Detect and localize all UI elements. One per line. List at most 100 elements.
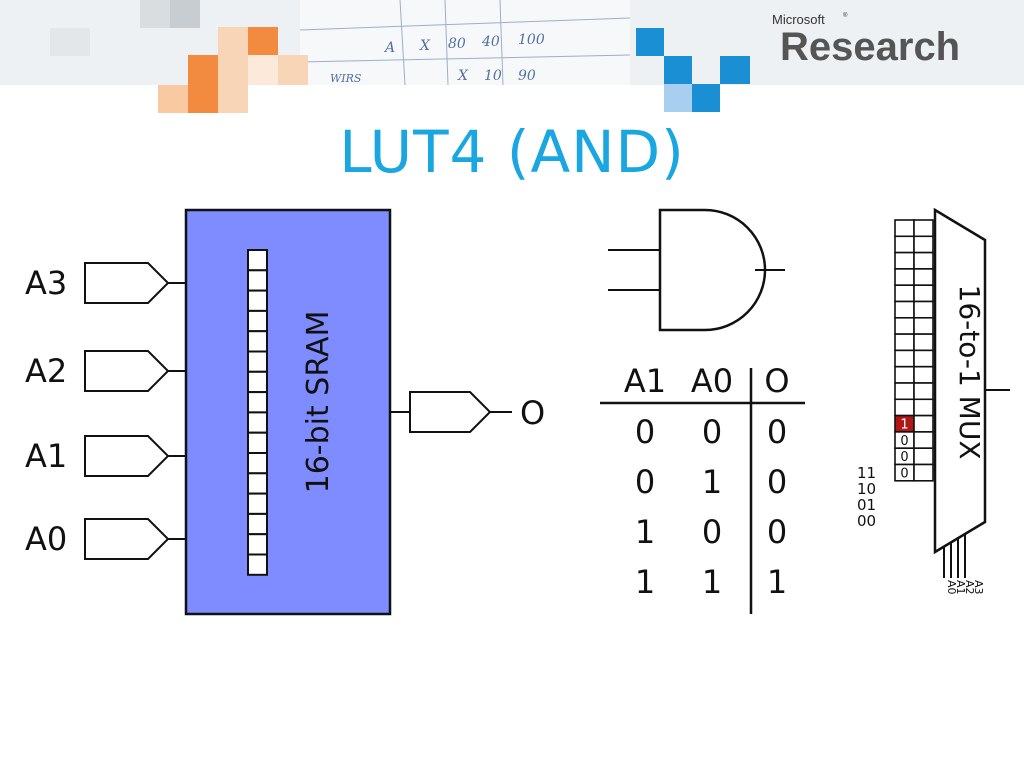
- doodle-40: 40: [481, 34, 500, 50]
- mux-cell-0: [894, 219, 915, 238]
- tt-cell: 1: [635, 513, 655, 551]
- mux-address-10: 10: [857, 480, 876, 498]
- logo-product: Research: [780, 25, 960, 69]
- mux-wire-cell-3: [913, 268, 934, 286]
- and-gate: [608, 208, 785, 332]
- sram-cell-4: [247, 330, 268, 353]
- sram-cell-2: [247, 289, 268, 312]
- mux-wire-cell-5: [913, 300, 934, 319]
- mux-cell-6: [894, 316, 915, 335]
- sram-cell-11: [247, 472, 268, 495]
- sram-cell-1: [247, 269, 268, 292]
- input-label-a3: A3: [25, 264, 67, 302]
- tt-cell: 0: [767, 513, 787, 551]
- tt-cell: 0: [635, 413, 655, 451]
- mux-address-01: 01: [857, 496, 876, 514]
- mux-cell-2: [894, 251, 915, 270]
- header-banner: A X 80 40 100 WIRS X 10 90 Microsoft ® R…: [0, 0, 1024, 115]
- mux-cell-value: 1: [900, 418, 908, 433]
- mux-label: 16-to-1 MUX: [953, 284, 986, 459]
- logo-company: Microsoft: [772, 12, 825, 27]
- tt-cell: 0: [702, 413, 722, 451]
- doodle-90: 90: [518, 68, 536, 84]
- tt-cell: 1: [702, 463, 722, 501]
- mux-address-labels: 11 10 01 00: [857, 464, 876, 530]
- mux-wire-cell-8: [913, 349, 934, 368]
- input-label-a0: A0: [25, 520, 67, 558]
- mux-cell-5: [894, 300, 915, 319]
- mux-wire-cell-11: [913, 398, 934, 417]
- tt-cell: 0: [635, 463, 655, 501]
- sram-cells: [247, 249, 268, 576]
- sram-cell-5: [247, 350, 268, 373]
- paper-sketch: [300, 0, 630, 85]
- input-label-a2: A2: [25, 352, 67, 390]
- mux-wire-cell-6: [913, 316, 934, 335]
- mux-select-a3: A3: [972, 580, 985, 595]
- doodle-100: 100: [518, 32, 545, 48]
- tt-cell: 0: [767, 413, 787, 451]
- mux-cell-value: 0: [900, 467, 908, 482]
- input-label-a1: A1: [25, 437, 67, 475]
- sram-cell-0: [247, 249, 268, 272]
- input-buffer-a3: [84, 262, 186, 304]
- mux-select-a2: A2: [963, 580, 976, 595]
- mux-wire-cell-4: [913, 284, 934, 303]
- mux-select-labels: A0 A1 A2 A3: [945, 580, 985, 595]
- lut-block: A3 A2 A1 A0 16-bit SRAM O: [25, 208, 545, 616]
- slide-title: LUT4 (AND): [339, 118, 685, 186]
- sram-cell-3: [247, 309, 268, 333]
- tt-cell: 1: [635, 563, 655, 601]
- lut-inputs: A3 A2 A1 A0: [25, 262, 186, 560]
- tt-cell: 1: [767, 563, 787, 601]
- mux-wire-cell-7: [913, 333, 934, 352]
- sram-cell-7: [247, 391, 268, 414]
- tt-header-o: O: [764, 362, 789, 400]
- input-buffer-a1: [84, 435, 186, 477]
- mux-cell-9: [894, 365, 915, 384]
- mux-select-lines: [943, 535, 966, 578]
- mux-address-11: 11: [857, 464, 876, 482]
- sram-label: 16-bit SRAM: [301, 311, 336, 494]
- sram-cell-10: [247, 452, 268, 475]
- sram-cell-8: [247, 411, 268, 434]
- mux-cell-4: [894, 284, 915, 303]
- tt-cell: 0: [767, 463, 787, 501]
- logo-trademark: ®: [843, 12, 848, 19]
- mux-wire-cell-2: [913, 251, 934, 270]
- sram-cell-14: [247, 533, 268, 556]
- mux-cell-10: [894, 382, 915, 401]
- sram-cell-12: [247, 492, 268, 515]
- output-label: O: [520, 394, 545, 432]
- sram-cell-15: [247, 553, 268, 576]
- mux-select-a1: A1: [954, 580, 967, 595]
- mux-wire-cell-15: [913, 463, 934, 482]
- mux-body: [933, 207, 987, 555]
- doodle-wirs: WIRS: [330, 72, 362, 85]
- tt-cell: 0: [702, 513, 722, 551]
- mux-cell-3: [894, 268, 915, 286]
- mux-cell-value: 0: [900, 450, 908, 465]
- doodle-10: 10: [484, 68, 502, 84]
- mux-wire-cell-12: [913, 414, 934, 433]
- mux-wire-cell-0: [913, 219, 934, 238]
- mux-address-00: 00: [857, 512, 876, 530]
- mux-wire-cell-13: [913, 431, 934, 449]
- doodle-x: X: [419, 38, 431, 54]
- sram-cell-9: [247, 431, 268, 455]
- input-buffer-a2: [84, 350, 186, 392]
- and-gate-body: [658, 208, 767, 332]
- mux-select-a0: A0: [945, 580, 958, 595]
- tt-cell: 1: [702, 563, 722, 601]
- tt-header-a0: A0: [691, 362, 733, 400]
- mux-cell-11: [894, 398, 915, 417]
- sram-cell-6: [247, 370, 268, 394]
- tt-rows: 0 0 0 0 1 0 1 0 0 1 1 1: [635, 413, 787, 601]
- doodle-80: 80: [448, 36, 466, 52]
- mux-wire-cell-14: [913, 447, 934, 466]
- mux-cell-8: [894, 349, 915, 368]
- mux-cell-1: [894, 235, 915, 254]
